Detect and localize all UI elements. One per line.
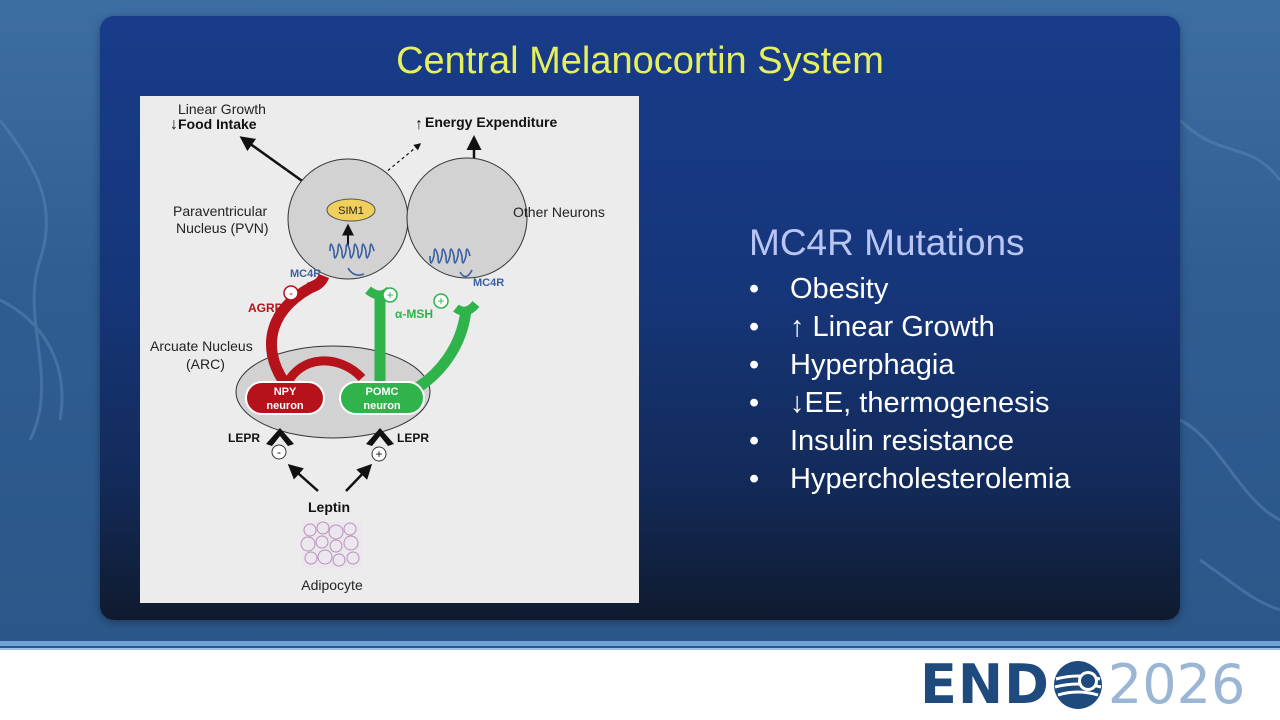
agrp-label: AGRP bbox=[248, 301, 283, 315]
lepr-left-label: LEPR bbox=[228, 431, 260, 445]
lepr-minus-badge bbox=[271, 444, 287, 460]
up-arrow-icon: ↑ bbox=[415, 116, 423, 133]
bullet-icon: • bbox=[749, 273, 760, 305]
list-item: • ↓EE, thermogenesis bbox=[749, 384, 1149, 422]
pomc-label-line1: POMC bbox=[366, 386, 399, 398]
lepr-left-icon bbox=[266, 428, 294, 446]
npy-label-line2: neuron bbox=[266, 400, 304, 412]
pvn-label-line1: Paraventricular bbox=[173, 203, 267, 219]
npy-label-line1: NPY bbox=[274, 386, 297, 398]
pvn-to-energy-dashed-arrow bbox=[373, 143, 422, 183]
list-item: • Hyperphagia bbox=[749, 346, 1149, 384]
list-item: • ↑ Linear Growth bbox=[749, 308, 1149, 346]
agrp-minus-badge bbox=[283, 285, 299, 301]
list-item-text: Hyperphagia bbox=[790, 349, 955, 381]
lepr-minus-sign: - bbox=[277, 445, 281, 459]
bullet-icon: • bbox=[749, 387, 760, 419]
slide-title: Central Melanocortin System bbox=[396, 40, 884, 82]
pomc-neuron bbox=[339, 381, 425, 415]
agrp-terminal bbox=[306, 273, 330, 294]
down-arrow-icon: ↓ bbox=[170, 116, 178, 133]
amsh-plus-badge bbox=[382, 287, 398, 303]
food-intake-label: Food Intake bbox=[178, 116, 257, 132]
other-neurons-label: Other Neurons bbox=[513, 204, 605, 220]
linear-growth-label: Linear Growth bbox=[178, 101, 266, 117]
list-heading: MC4R Mutations bbox=[749, 222, 1025, 263]
mc4r-label-right: MC4R bbox=[473, 277, 504, 289]
list-item-text: Hypercholesterolemia bbox=[790, 463, 1071, 495]
npy-neuron bbox=[245, 381, 325, 415]
lepr-right-label: LEPR bbox=[397, 431, 429, 445]
npy-to-pomc-projection bbox=[281, 356, 366, 389]
list-item-text: Insulin resistance bbox=[790, 425, 1015, 457]
mutation-list: • Obesity • ↑ Linear Growth • Hyperphagia •… bbox=[749, 270, 1149, 498]
agrp-minus-sign: - bbox=[289, 286, 293, 300]
leptin-to-npy-arrow bbox=[287, 464, 319, 492]
energy-expenditure-label: Energy Expenditure bbox=[425, 114, 557, 130]
arc-label-line1: Arcuate Nucleus bbox=[150, 338, 253, 354]
mc4r-receptor-right-icon bbox=[429, 248, 473, 278]
leptin-label: Leptin bbox=[308, 499, 350, 515]
endo-logo: END 2026 bbox=[920, 656, 1245, 714]
amsh-plus-sign: + bbox=[386, 288, 393, 302]
bullet-icon: • bbox=[749, 463, 760, 495]
mc4r-mutations-panel: MC4R Mutations • Obesity • ↑ Linear Growth… bbox=[749, 222, 1149, 498]
list-item-text: ↓EE, thermogenesis bbox=[790, 387, 1050, 419]
bullet-icon: • bbox=[749, 425, 760, 457]
adipocyte-label: Adipocyte bbox=[301, 577, 363, 593]
arc-label-line2: (ARC) bbox=[186, 356, 225, 372]
footer-divider bbox=[0, 641, 1280, 646]
list-item: • Hypercholesterolemia bbox=[749, 460, 1149, 498]
bullet-icon: • bbox=[749, 349, 760, 381]
adipocyte-tissue-image bbox=[300, 521, 362, 568]
other-plus-sign: + bbox=[437, 294, 444, 308]
pomc-label-line2: neuron bbox=[363, 400, 401, 412]
other-plus-badge bbox=[433, 293, 449, 309]
list-item: • Insulin resistance bbox=[749, 422, 1149, 460]
sim1-oval bbox=[326, 198, 376, 222]
lepr-plus-sign: + bbox=[375, 447, 382, 461]
amsh-label: α-MSH bbox=[395, 307, 433, 321]
pomc-other-terminal bbox=[453, 300, 480, 316]
lepr-plus-badge bbox=[371, 446, 387, 462]
list-item: • Obesity bbox=[749, 270, 1149, 308]
list-item-text: Obesity bbox=[790, 273, 889, 305]
list-item-text: ↑ Linear Growth bbox=[790, 311, 995, 343]
footer-divider-thin bbox=[0, 648, 1280, 650]
globe-icon bbox=[1053, 661, 1102, 709]
bullet-icon: • bbox=[749, 311, 760, 343]
logo-text: END bbox=[920, 653, 1050, 716]
sim1-label: SIM1 bbox=[338, 205, 364, 217]
mc4r-label-left: MC4R bbox=[290, 268, 321, 280]
lepr-right-icon bbox=[366, 428, 394, 446]
background-network-decoration bbox=[0, 118, 1280, 612]
agrp-projection bbox=[265, 279, 321, 386]
leptin-to-pomc-arrow bbox=[345, 463, 373, 492]
pvn-label-line2: Nucleus (PVN) bbox=[176, 220, 269, 236]
other-neurons-circle bbox=[406, 157, 528, 279]
melanocortin-diagram: ↓ Linear Growth Food Intake ↑ Energy Exp… bbox=[140, 96, 639, 603]
mc4r-receptor-left-icon bbox=[329, 243, 375, 276]
logo-year: 2026 bbox=[1107, 653, 1246, 716]
